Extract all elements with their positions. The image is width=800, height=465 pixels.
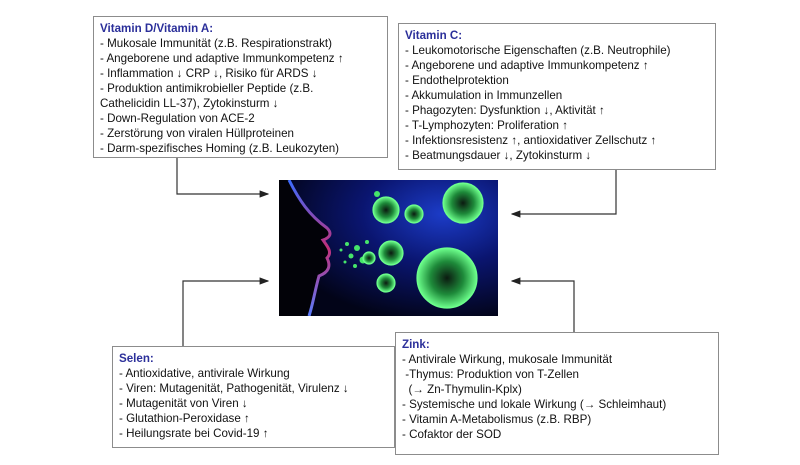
vitamin-d-a-box: Vitamin D/Vitamin A: - Mukosale Immunitä…	[93, 16, 388, 158]
zink-item: - Vitamin A-Metabolismus (z.B. RBP)	[402, 413, 592, 426]
vitamin-c-item: - Endothelprotektion	[405, 74, 509, 87]
selen-box: Selen: - Antioxidative, antivirale Wirku…	[112, 346, 395, 448]
vitamin-c-item: - T-Lymphozyten: Proliferation ↑	[405, 119, 569, 132]
vitamin-d-a-item: - Inflammation ↓ CRP ↓, Risiko für ARDS …	[100, 67, 318, 80]
vitamin-c-item: - Angeborene und adaptive Immunkompetenz…	[405, 59, 649, 72]
vitamin-d-a-item: Cathelicidin LL-37), Zytokinsturm ↓	[100, 97, 279, 110]
arrow-vitd-to-image	[176, 158, 270, 198]
selen-item: - Heilungsrate bei Covid-19 ↑	[119, 427, 269, 440]
vitamin-d-a-item: - Angeborene und adaptive Immunkompetenz…	[100, 52, 344, 65]
zink-item: (→ Zn-Thymulin-Kplx)	[402, 383, 522, 396]
zink-item: - Systemische und lokale Wirkung (→ Schl…	[402, 398, 667, 411]
face-profile	[279, 180, 330, 316]
zink-item: - Cofaktor der SOD	[402, 428, 502, 441]
vitamin-d-a-title: Vitamin D/Vitamin A:	[100, 22, 214, 35]
zink-box: Zink: - Antivirale Wirkung, mukosale Imm…	[395, 332, 719, 455]
vitamin-d-a-item: - Mukosale Immunität (z.B. Respirationst…	[100, 37, 332, 50]
vitamin-c-title: Vitamin C:	[405, 29, 463, 42]
vitamin-c-item: - Infektionsresistenz ↑, antioxidativer …	[405, 134, 657, 147]
arrow-zink-to-image	[510, 277, 575, 332]
virus-particles	[362, 182, 484, 309]
vitamin-c-box: Vitamin C: - Leukomotorische Eigenschaft…	[398, 23, 716, 170]
zink-title: Zink:	[402, 338, 430, 351]
vitamin-c-item: - Leukomotorische Eigenschaften (z.B. Ne…	[405, 44, 671, 57]
selen-item: - Viren: Mutagenität, Pathogenität, Viru…	[119, 382, 349, 395]
selen-item: - Mutagenität von Viren ↓	[119, 397, 248, 410]
vitamin-d-a-item: - Zerstörung von viralen Hüllproteinen	[100, 127, 294, 140]
arrow-selen-to-image	[182, 277, 270, 346]
vitamin-d-a-item: - Darm-spezifisches Homing (z.B. Leukozy…	[100, 142, 340, 155]
vitamin-c-item: - Beatmungsdauer ↓, Zytokinsturm ↓	[405, 149, 592, 162]
vitamin-d-a-item: - Down-Regulation von ACE-2	[100, 112, 255, 125]
zink-item: -Thymus: Produktion von T-Zellen	[402, 368, 579, 381]
selen-item: - Antioxidative, antivirale Wirkung	[119, 367, 290, 380]
arrow-vitc-to-image	[510, 170, 617, 218]
vitamin-c-item: - Akkumulation in Immunzellen	[405, 89, 563, 102]
vitamin-c-item: - Phagozyten: Dysfunktion ↓, Aktivität ↑	[405, 104, 605, 117]
vitamin-d-a-item: - Produktion antimikrobieller Peptide (z…	[100, 82, 314, 95]
selen-item: - Glutathion-Peroxidase ↑	[119, 412, 250, 425]
face-outline	[287, 180, 332, 316]
selen-title: Selen:	[119, 352, 154, 365]
virus-exhale-illustration	[279, 180, 498, 316]
zink-item: - Antivirale Wirkung, mukosale Immunität	[402, 353, 613, 366]
